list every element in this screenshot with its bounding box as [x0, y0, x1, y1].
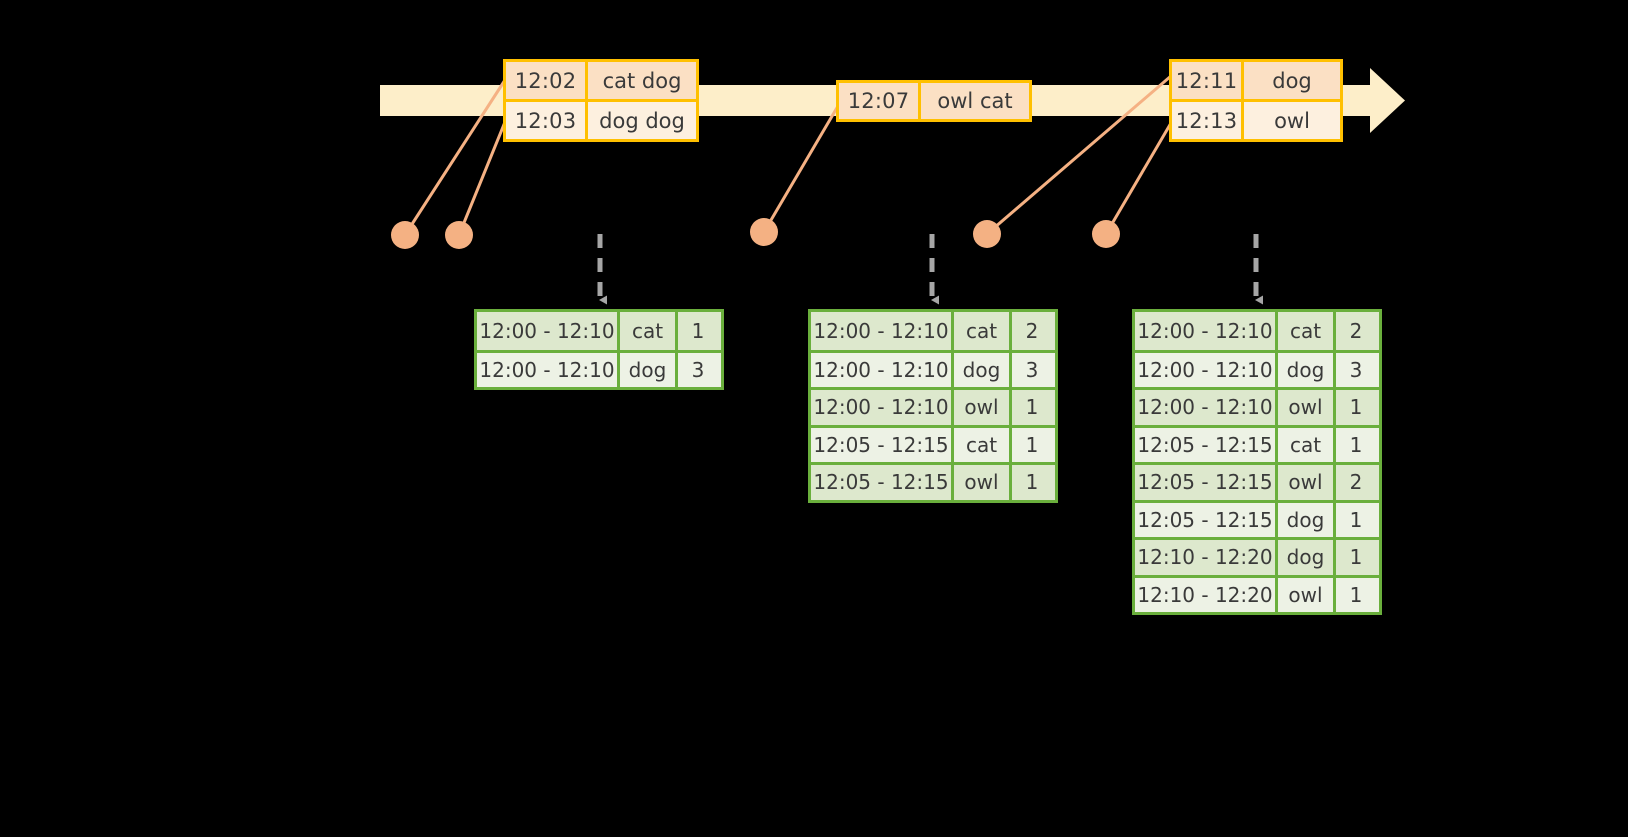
connector-line-1	[403, 79, 507, 236]
cell-word: owl	[954, 390, 1012, 425]
cell-count: 1	[1025, 432, 1039, 457]
connector-line-2	[457, 121, 507, 236]
cell-window: 12:05 - 12:15	[1135, 427, 1278, 462]
cell-window: 12:00 - 12:10	[811, 352, 954, 387]
cell-count: 1	[691, 318, 705, 343]
cell-word: cat	[954, 427, 1012, 462]
cell-count: 2	[1025, 318, 1039, 343]
event-row[interactable]: 12:07 owl cat	[839, 83, 1029, 119]
cell-word: owl	[1278, 390, 1336, 425]
cell-window: 12:10 - 12:20	[1135, 540, 1278, 575]
cell-count: 3	[1349, 357, 1363, 382]
cell-window: 12:05 - 12:15	[811, 427, 954, 462]
cell-window: 12:05 - 12:15	[1135, 465, 1278, 500]
table-row[interactable]: 12:00 - 12:10 dog 3	[1135, 349, 1379, 387]
cell-word: cat	[1278, 427, 1336, 462]
cell-count: 1	[1349, 545, 1363, 570]
cell-count: 1	[1025, 470, 1039, 495]
event-group-1[interactable]: 12:02 cat dog 12:03 dog dog	[503, 59, 699, 142]
cell-count: 1	[1349, 582, 1363, 607]
cell-window: 12:10 - 12:20	[1135, 577, 1278, 612]
event-dot-5	[1092, 220, 1120, 248]
cell-word: owl	[1278, 577, 1336, 612]
cell-word: dog	[620, 352, 678, 387]
table-row[interactable]: 12:05 - 12:15 cat 1	[1135, 424, 1379, 462]
table-row[interactable]: 12:10 - 12:20 owl 1	[1135, 574, 1379, 612]
table-row[interactable]: 12:05 - 12:15 owl 2	[1135, 462, 1379, 500]
cell-word: cat	[954, 312, 1012, 350]
cell-count: 1	[1349, 395, 1363, 420]
event-time: 12:07	[839, 83, 921, 119]
result-table-1[interactable]: 12:00 - 12:10 cat 1 12:00 - 12:10 dog 3	[474, 309, 724, 390]
connector-line-5	[1104, 122, 1173, 235]
cell-word: owl	[1278, 465, 1336, 500]
event-time: 12:03	[506, 102, 588, 139]
cell-window: 12:00 - 12:10	[1135, 312, 1278, 350]
table-row[interactable]: 12:05 - 12:15 cat 1	[811, 424, 1055, 462]
event-words: dog	[1272, 68, 1312, 93]
connector-line-3	[762, 105, 840, 233]
table-row[interactable]: 12:05 - 12:15 owl 1	[811, 462, 1055, 500]
cell-word: dog	[1278, 352, 1336, 387]
cell-count: 1	[1025, 395, 1039, 420]
table-row[interactable]: 12:00 - 12:10 dog 3	[811, 349, 1055, 387]
event-time: 12:13	[1172, 102, 1244, 139]
cell-word: dog	[1278, 540, 1336, 575]
cell-count: 2	[1349, 318, 1363, 343]
event-dot-2	[445, 221, 473, 249]
event-time: 12:02	[506, 62, 588, 99]
cell-count: 3	[1025, 357, 1039, 382]
event-group-2[interactable]: 12:07 owl cat	[836, 80, 1032, 122]
cell-window: 12:05 - 12:15	[811, 465, 954, 500]
cell-window: 12:00 - 12:10	[477, 312, 620, 350]
table-row[interactable]: 12:00 - 12:10 owl 1	[1135, 387, 1379, 425]
cell-window: 12:00 - 12:10	[811, 390, 954, 425]
cell-count: 1	[1349, 432, 1363, 457]
event-words: dog dog	[599, 108, 685, 133]
cell-window: 12:00 - 12:10	[1135, 390, 1278, 425]
cell-count: 3	[691, 357, 705, 382]
table-row[interactable]: 12:05 - 12:15 dog 1	[1135, 499, 1379, 537]
event-group-3[interactable]: 12:11 dog 12:13 owl	[1169, 59, 1343, 142]
cell-word: cat	[1278, 312, 1336, 350]
event-dot-4	[973, 220, 1001, 248]
cell-count: 1	[1349, 507, 1363, 532]
event-words: owl	[1274, 108, 1310, 133]
event-dots	[391, 218, 1120, 249]
event-dot-3	[750, 218, 778, 246]
cell-word: dog	[1278, 502, 1336, 537]
table-row[interactable]: 12:00 - 12:10 dog 3	[477, 349, 721, 387]
cell-word: cat	[620, 312, 678, 350]
event-dot-1	[391, 221, 419, 249]
table-row[interactable]: 12:00 - 12:10 cat 2	[811, 312, 1055, 350]
dashed-arrows	[597, 234, 1263, 305]
event-row[interactable]: 12:13 owl	[1172, 99, 1340, 139]
table-row[interactable]: 12:00 - 12:10 cat 1	[477, 312, 721, 350]
event-words: owl cat	[937, 89, 1013, 113]
table-row[interactable]: 12:00 - 12:10 owl 1	[811, 387, 1055, 425]
event-row[interactable]: 12:11 dog	[1172, 62, 1340, 99]
event-time: 12:11	[1172, 62, 1244, 99]
cell-window: 12:00 - 12:10	[477, 352, 620, 387]
result-table-3[interactable]: 12:00 - 12:10 cat 2 12:00 - 12:10 dog 3 …	[1132, 309, 1382, 615]
result-table-2[interactable]: 12:00 - 12:10 cat 2 12:00 - 12:10 dog 3 …	[808, 309, 1058, 503]
cell-window: 12:00 - 12:10	[1135, 352, 1278, 387]
cell-count: 2	[1349, 470, 1363, 495]
event-row[interactable]: 12:02 cat dog	[506, 62, 696, 99]
cell-window: 12:05 - 12:15	[1135, 502, 1278, 537]
table-row[interactable]: 12:10 - 12:20 dog 1	[1135, 537, 1379, 575]
event-row[interactable]: 12:03 dog dog	[506, 99, 696, 139]
event-words: cat dog	[602, 68, 682, 93]
table-row[interactable]: 12:00 - 12:10 cat 2	[1135, 312, 1379, 350]
cell-word: dog	[954, 352, 1012, 387]
cell-window: 12:00 - 12:10	[811, 312, 954, 350]
cell-word: owl	[954, 465, 1012, 500]
